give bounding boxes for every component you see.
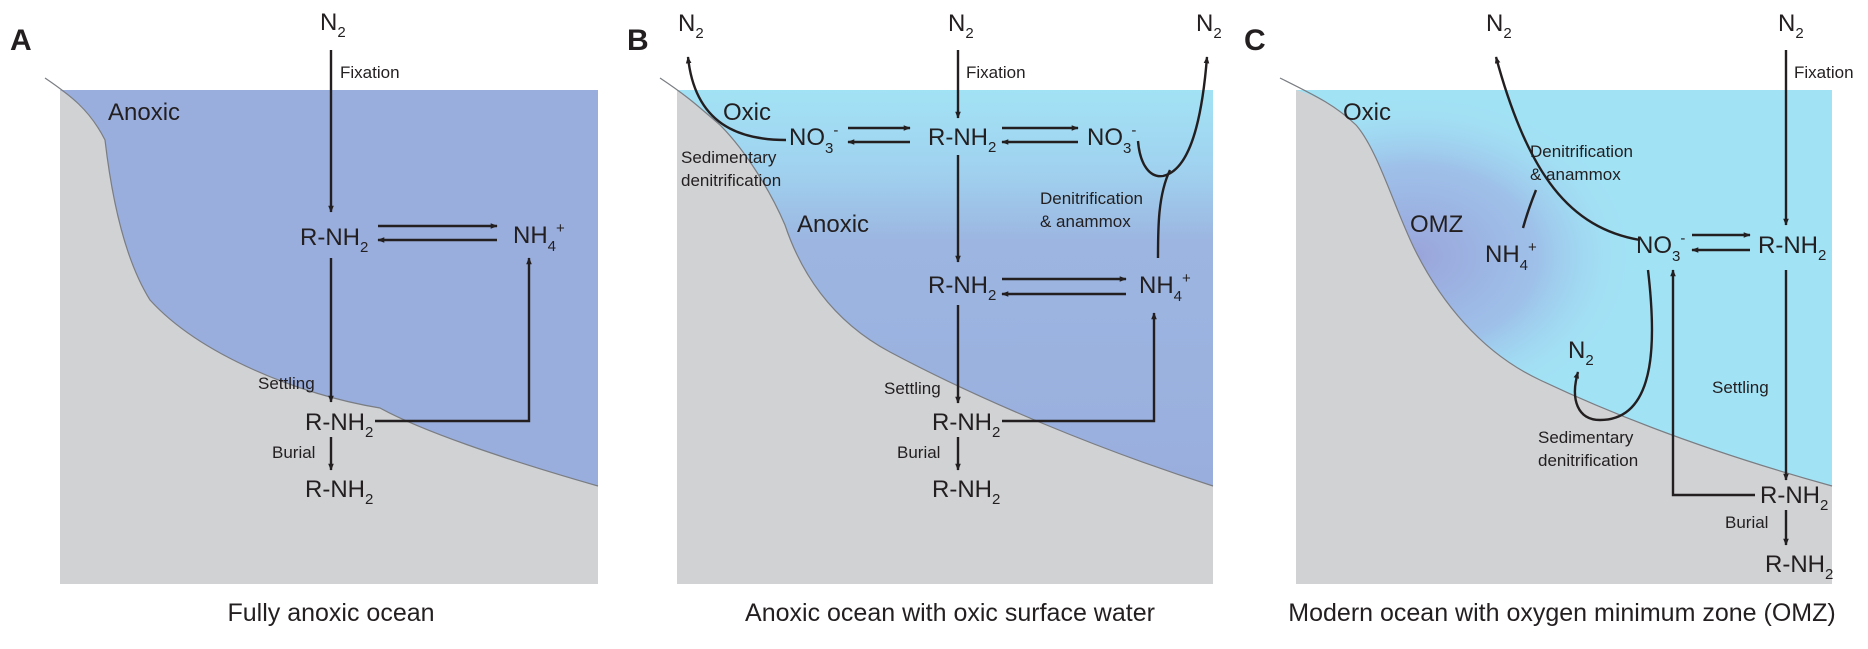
anoxic-water [60, 90, 598, 486]
n2-label: N2 [1778, 10, 1804, 42]
fixation-label: Fixation [340, 63, 400, 82]
fixation-label: Fixation [966, 63, 1026, 82]
denitrification-label: Denitrification [1530, 142, 1633, 161]
nh4-label: NH4+ [513, 220, 565, 255]
rnh2-label: R-NH2 [305, 476, 373, 508]
burial-label: Burial [897, 443, 940, 462]
arrow-remineralization [1670, 269, 1755, 497]
arrow-anammox [1521, 189, 1538, 229]
nh4-label: NH4+ [1485, 239, 1537, 274]
rnh2-label: R-NH2 [1760, 482, 1828, 514]
rnh2-label: R-NH2 [1758, 232, 1826, 264]
region-label-oxic: Oxic [723, 99, 771, 126]
burial-label: Burial [1725, 513, 1768, 532]
panel-caption: Fully anoxic ocean [227, 599, 434, 627]
region-label-anoxic: Anoxic [108, 99, 180, 126]
n2-label: N2 [1568, 337, 1594, 369]
rnh2-label: R-NH2 [932, 409, 1000, 441]
no3-label: NO3- [1636, 230, 1685, 265]
arrow-sedimentary-denitrification [685, 56, 787, 142]
n2-label: N2 [1196, 10, 1222, 42]
settling-label: Settling [884, 379, 941, 398]
seafloor-line [659, 77, 1214, 487]
seafloor-line [1279, 77, 1833, 487]
panel-letter: A [10, 24, 32, 57]
panel-a: A Anoxic N2 Fixation R-NH2 NH4+ Settling… [10, 9, 599, 627]
region-label-oxic: Oxic [1343, 99, 1391, 126]
n2-label: N2 [320, 9, 346, 41]
nh4-label: NH4+ [1139, 270, 1191, 305]
stratified-water [677, 90, 1213, 486]
rnh2-label: R-NH2 [300, 224, 368, 256]
arrow-denitrification [1494, 56, 1641, 242]
sedimentary-label: Sedimentary [681, 148, 777, 167]
rnh2-label: R-NH2 [928, 272, 996, 304]
fixation-label: Fixation [1794, 63, 1854, 82]
rnh2-label: R-NH2 [928, 124, 996, 156]
arrow-remineralization [375, 257, 532, 423]
denitrification-label: denitrification [681, 171, 781, 190]
panel-c: C Oxic OMZ N2 N2 Fixation Denitrificatio… [1244, 10, 1854, 627]
burial-label: Burial [272, 443, 315, 462]
denitrification-label: Denitrification [1040, 189, 1143, 208]
panel-letter: B [627, 24, 649, 57]
rnh2-label: R-NH2 [932, 476, 1000, 508]
settling-label: Settling [1712, 378, 1769, 397]
n2-label: N2 [1486, 10, 1512, 42]
no3-label: NO3- [789, 122, 838, 157]
panel-letter: C [1244, 24, 1266, 57]
anammox-label: & anammox [1040, 212, 1131, 231]
n2-label: N2 [948, 10, 974, 42]
region-label-omz: OMZ [1410, 211, 1463, 238]
omz-water [1296, 90, 1832, 486]
no3-label: NO3- [1087, 122, 1136, 157]
anammox-label: & anammox [1530, 165, 1621, 184]
region-label-anoxic: Anoxic [797, 211, 869, 238]
arrow-remineralization [1002, 312, 1157, 423]
arrow-sedimentary-denitrification [1573, 269, 1654, 422]
panel-caption: Anoxic ocean with oxic surface water [745, 599, 1155, 627]
seafloor-line [44, 77, 599, 487]
n2-label: N2 [678, 10, 704, 42]
panel-b: B Oxic Anoxic N2 N2 N2 Fixation NO3- R-N… [627, 10, 1222, 627]
rnh2-label: R-NH2 [1765, 551, 1833, 583]
rnh2-label: R-NH2 [305, 409, 373, 441]
denitrification-label: denitrification [1538, 451, 1638, 470]
panel-caption: Modern ocean with oxygen minimum zone (O… [1288, 599, 1835, 627]
settling-label: Settling [258, 374, 315, 393]
sedimentary-label: Sedimentary [1538, 428, 1634, 447]
arrow-anammox-nh4 [1156, 169, 1172, 259]
